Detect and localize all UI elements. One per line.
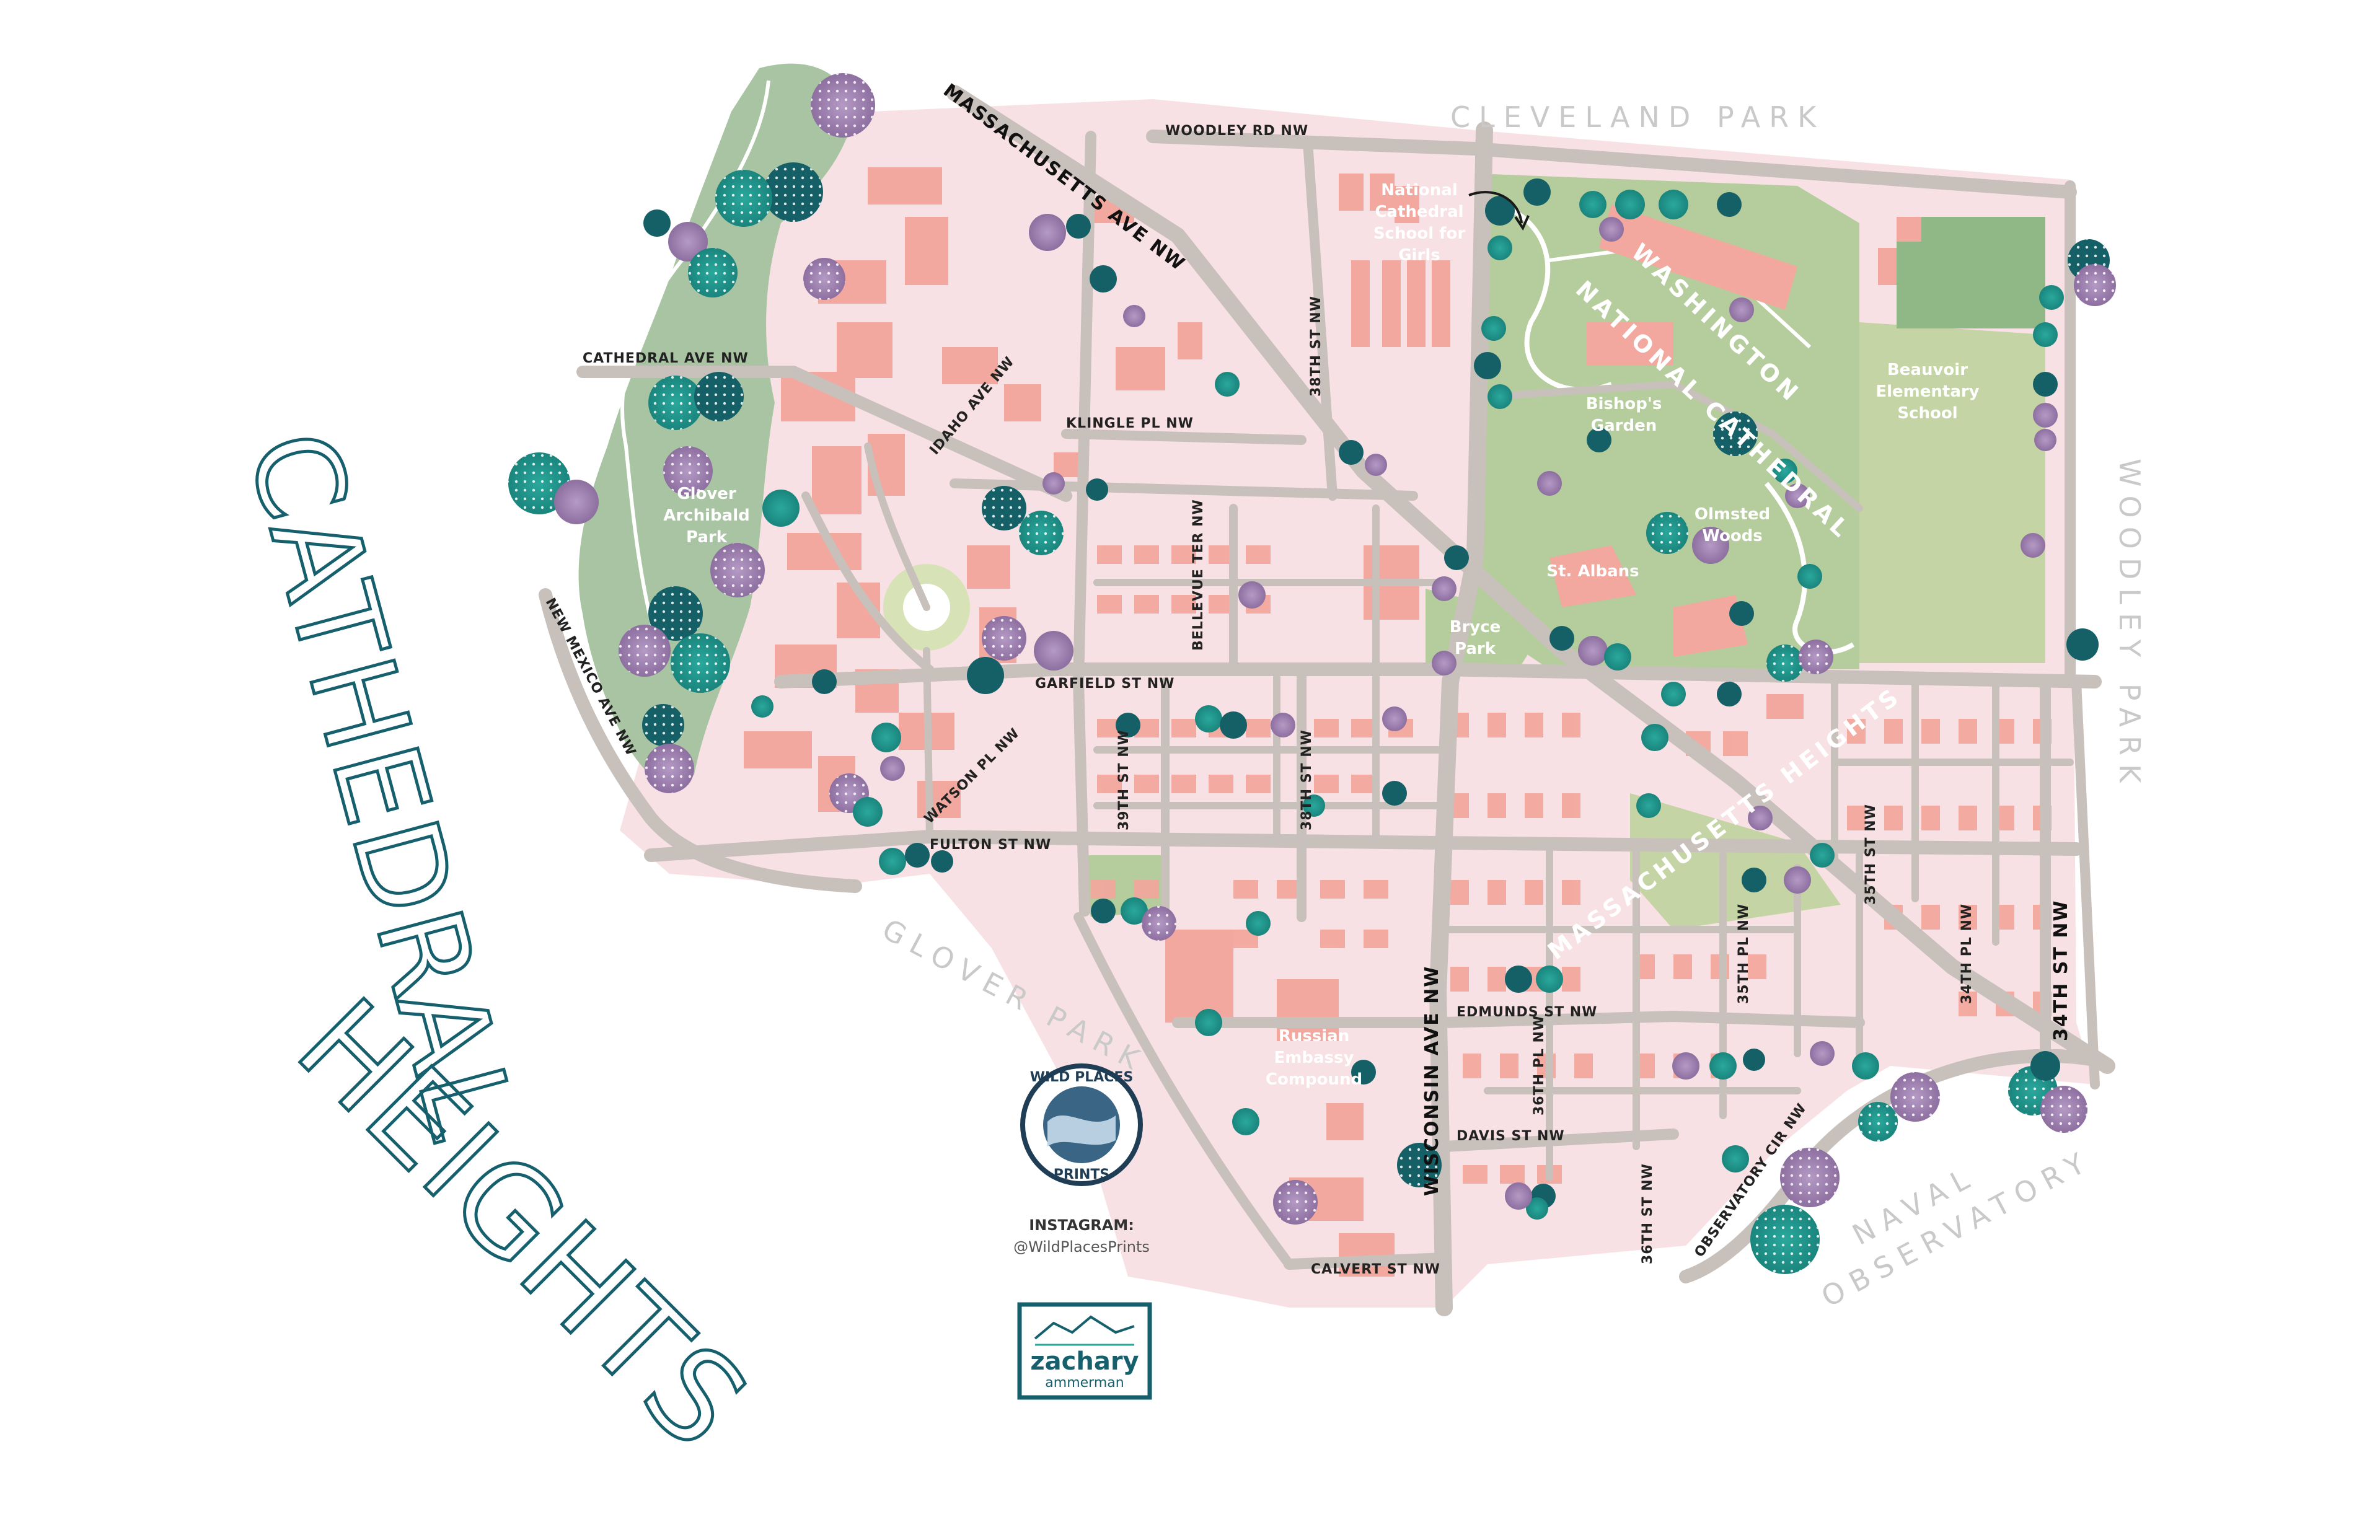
svg-text:Beauvoir: Beauvoir bbox=[1887, 361, 1968, 379]
svg-text:Glover: Glover bbox=[677, 485, 736, 503]
svg-text:School for: School for bbox=[1373, 224, 1466, 243]
svg-text:Girls: Girls bbox=[1398, 246, 1440, 265]
svg-text:Olmsted: Olmsted bbox=[1695, 505, 1770, 524]
street-label-35th-st: 35TH ST NW bbox=[1863, 804, 1879, 905]
place-bryce-park: Bryce Park bbox=[1450, 618, 1501, 658]
street-label-36th-st: 36TH ST NW bbox=[1640, 1163, 1655, 1264]
cathedral-grounds bbox=[1475, 174, 2045, 669]
street-label-34th-st: 34TH ST NW bbox=[2050, 900, 2072, 1041]
pointer-arrow-icon bbox=[1468, 191, 1523, 224]
street-label-garfield-st: GARFIELD ST NW bbox=[1035, 676, 1175, 692]
street-label-klingle-pl: KLINGLE PL NW bbox=[1066, 416, 1194, 431]
street-label-38th-south: 38TH ST NW bbox=[1299, 729, 1315, 830]
wild-places-badge: WILD PLACES PRINTS bbox=[1020, 1063, 1143, 1186]
instagram-label: INSTAGRAM: bbox=[1029, 1217, 1134, 1234]
svg-text:Elementary: Elementary bbox=[1875, 382, 1979, 401]
street-label-bellevue-ter: BELLEVUE TER NW bbox=[1191, 499, 1206, 651]
street-label-cathedral-ave: CATHEDRAL AVE NW bbox=[583, 351, 749, 366]
svg-text:WILD PLACES: WILD PLACES bbox=[1030, 1070, 1134, 1085]
svg-text:School: School bbox=[1897, 404, 1957, 423]
street-label-edmunds-st: EDMUNDS ST NW bbox=[1457, 1005, 1597, 1020]
svg-text:Bishop's: Bishop's bbox=[1586, 395, 1662, 413]
street-label-davis-st: DAVIS ST NW bbox=[1457, 1129, 1565, 1144]
svg-text:zachary: zachary bbox=[1030, 1347, 1139, 1376]
svg-text:Woods: Woods bbox=[1702, 527, 1763, 545]
place-glover-archibald-park: Glover Archibald Park bbox=[663, 485, 749, 547]
svg-text:Park: Park bbox=[1455, 640, 1496, 658]
svg-text:Park: Park bbox=[686, 528, 728, 547]
place-national-cathedral-school: National Cathedral School for Girls bbox=[1373, 181, 1530, 265]
place-st-albans: St. Albans bbox=[1546, 562, 1639, 581]
street-label-woodley-rd: WOODLEY RD NW bbox=[1165, 123, 1308, 139]
svg-text:PRINTS: PRINTS bbox=[1054, 1167, 1110, 1182]
svg-text:Embassy: Embassy bbox=[1274, 1049, 1354, 1067]
street-label-fulton-st: FULTON ST NW bbox=[930, 837, 1051, 853]
svg-text:Cathedral: Cathedral bbox=[1375, 203, 1463, 221]
place-beauvoir: Beauvoir Elementary School bbox=[1875, 361, 1979, 423]
street-label-calvert-st: CALVERT ST NW bbox=[1311, 1262, 1440, 1277]
svg-text:ammerman: ammerman bbox=[1045, 1375, 1124, 1391]
place-bishops-garden: Bishop's Garden bbox=[1586, 395, 1662, 435]
svg-text:Bryce: Bryce bbox=[1450, 618, 1501, 636]
street-label-wisconsin-ave: WISCONSIN AVE NW bbox=[1421, 966, 1443, 1196]
street-label-39th-st: 39TH ST NW bbox=[1116, 729, 1132, 830]
svg-text:Compound: Compound bbox=[1266, 1070, 1362, 1089]
zachary-ammerman-logo: zachary ammerman bbox=[1017, 1302, 1152, 1400]
trees bbox=[508, 73, 2116, 1274]
place-russian-embassy: Russian Embassy Compound bbox=[1266, 1027, 1362, 1089]
svg-text:Archibald: Archibald bbox=[663, 506, 749, 525]
street-label-38th-north: 38TH ST NW bbox=[1308, 296, 1324, 397]
street-label-35th-pl: 35TH PL NW bbox=[1736, 904, 1752, 1004]
woodley-park-label: WOODLEY PARK bbox=[2113, 459, 2146, 791]
street-label-36th-pl: 36TH PL NW bbox=[1532, 1015, 1547, 1115]
place-olmsted-woods: Olmsted Woods bbox=[1695, 505, 1770, 545]
svg-text:National: National bbox=[1381, 181, 1457, 200]
instagram-handle: @WildPlacesPrints bbox=[1013, 1238, 1150, 1256]
svg-text:Garden: Garden bbox=[1591, 416, 1657, 435]
svg-text:Russian: Russian bbox=[1279, 1027, 1349, 1045]
cleveland-park-label: CLEVELAND PARK bbox=[1450, 100, 1825, 134]
street-label-34th-pl: 34TH PL NW bbox=[1959, 904, 1975, 1004]
